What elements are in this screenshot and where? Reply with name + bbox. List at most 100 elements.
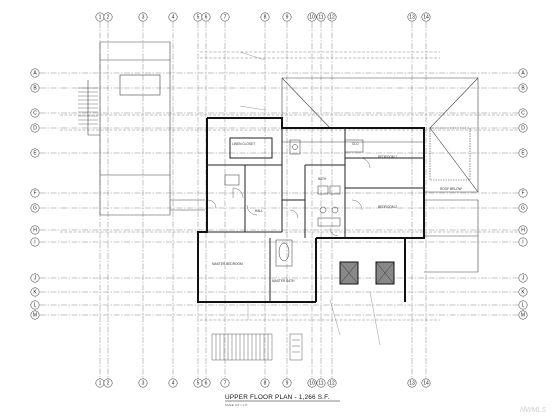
drawing-title: UPPER FLOOR PLAN - 1,266 S.F.: [225, 394, 330, 401]
svg-text:11: 11: [318, 15, 323, 21]
grid-bubble-row-right: E: [518, 148, 528, 158]
svg-text:F: F: [33, 191, 36, 197]
svg-text:7: 7: [224, 381, 227, 387]
svg-text:4: 4: [172, 381, 175, 387]
grid-bubble-row-right: L: [518, 300, 528, 310]
roof-dashes: [60, 51, 520, 321]
room-label-roof-below: ROOF BELOW: [440, 187, 462, 191]
svg-text:K: K: [521, 290, 525, 296]
svg-text:9: 9: [286, 381, 289, 387]
svg-text:2: 2: [107, 381, 110, 387]
grid-bubble-row-left: F: [30, 188, 40, 198]
grid-bubble-row-right: F: [518, 188, 528, 198]
room-label-bedroom-2: BEDROOM 2: [378, 205, 397, 209]
grid-bubble-row-left: K: [30, 287, 40, 297]
svg-text:3: 3: [142, 15, 145, 21]
grid-bubble-row-left: I: [30, 237, 40, 247]
svg-text:7: 7: [224, 15, 227, 21]
svg-text:11: 11: [318, 381, 323, 387]
svg-text:A: A: [521, 71, 525, 77]
svg-text:9: 9: [286, 15, 289, 21]
svg-text:I: I: [34, 240, 35, 246]
grid-bubble-col-top: 11: [316, 12, 326, 22]
svg-text:13: 13: [409, 15, 415, 21]
svg-text:M: M: [33, 313, 37, 319]
svg-text:4: 4: [172, 15, 175, 21]
svg-text:D: D: [33, 126, 37, 132]
svg-text:12: 12: [329, 381, 335, 387]
roof-below: [281, 77, 479, 273]
grid-bubble-col-bottom: 8: [260, 378, 270, 388]
grid-bubble-col-top: 5: [193, 12, 203, 22]
skylights: [339, 261, 395, 285]
room-label-master-bedroom: MASTER BEDROOM: [212, 262, 243, 266]
grid-bubble-col-top: 6: [201, 12, 211, 22]
grid-bubble-row-right: H: [518, 225, 528, 235]
room-label-bath: BATH: [318, 177, 327, 181]
room-label-master-bath: MASTER BATH: [272, 279, 295, 283]
grid-bubble-row-right: D: [518, 123, 528, 133]
grid-bubble-row-left: M: [30, 310, 40, 320]
note-leaders: [239, 51, 381, 346]
grid-bubble-col-bottom: 7: [220, 378, 230, 388]
svg-text:J: J: [34, 276, 37, 282]
svg-text:I: I: [522, 240, 523, 246]
grid-bubble-row-right: C: [518, 108, 528, 118]
svg-text:C: C: [33, 111, 37, 117]
svg-text:5: 5: [197, 381, 200, 387]
svg-text:E: E: [521, 151, 525, 157]
grid-bubble-row-right: M: [518, 310, 528, 320]
grid-bubble-col-bottom: 5: [193, 378, 203, 388]
svg-text:F: F: [521, 191, 524, 197]
grid-bubble-col-top: 12: [327, 12, 337, 22]
grid-bubble-col-bottom: 9: [282, 378, 292, 388]
exterior-walls: [197, 117, 425, 303]
grid-bubble-col-bottom: 2: [103, 378, 113, 388]
grid-bubble-row-right: I: [518, 237, 528, 247]
svg-text:K: K: [33, 290, 37, 296]
grid-bubble-col-bottom: 10: [307, 378, 317, 388]
deck-outline: [78, 41, 205, 216]
grid-bubble-row-left: B: [30, 83, 40, 93]
svg-text:B: B: [33, 86, 37, 92]
grid-bubble-row-left: C: [30, 108, 40, 118]
grid-lines: [40, 22, 518, 378]
grid-bubble-col-bottom: 6: [201, 378, 211, 388]
grid-bubble-row-left: H: [30, 225, 40, 235]
svg-text:14: 14: [423, 381, 429, 387]
svg-text:H: H: [521, 228, 525, 234]
grid-bubble-col-top: 3: [138, 12, 148, 22]
grid-bubble-row-right: J: [518, 273, 528, 283]
room-label-closet: CLO: [352, 142, 359, 146]
grid-bubble-col-bottom: 14: [421, 378, 431, 388]
svg-text:3: 3: [142, 381, 145, 387]
svg-text:1: 1: [99, 15, 102, 21]
grid-bubble-col-bottom: 4: [168, 378, 178, 388]
grid-bubble-col-top: 2: [103, 12, 113, 22]
svg-text:L: L: [34, 303, 37, 309]
grid-bubble-row-right: B: [518, 83, 528, 93]
svg-text:E: E: [33, 151, 37, 157]
svg-text:L: L: [522, 303, 525, 309]
svg-text:M: M: [521, 313, 525, 319]
grid-bubble-col-top: 10: [307, 12, 317, 22]
room-label-bedroom-1: BEDROOM 1: [378, 155, 397, 159]
svg-text:10: 10: [309, 381, 315, 387]
room-label-hall: HALL: [255, 209, 263, 213]
grid-bubble-col-bottom: 13: [407, 378, 417, 388]
grid-bubble-row-right: G: [518, 203, 528, 213]
grid-bubble-row-right: K: [518, 287, 528, 297]
svg-text:J: J: [522, 276, 525, 282]
room-label-linen-closet: LINEN CLOSET: [232, 142, 255, 146]
svg-text:2: 2: [107, 15, 110, 21]
grid-bubble-col-top: 9: [282, 12, 292, 22]
grid-bubble-row-left: A: [30, 68, 40, 78]
grid-bubble-col-bottom: 12: [327, 378, 337, 388]
svg-text:6: 6: [205, 381, 208, 387]
svg-text:A: A: [33, 71, 37, 77]
grid-bubble-col-bottom: 11: [316, 378, 326, 388]
fixtures: [224, 139, 364, 267]
svg-text:C: C: [521, 111, 525, 117]
